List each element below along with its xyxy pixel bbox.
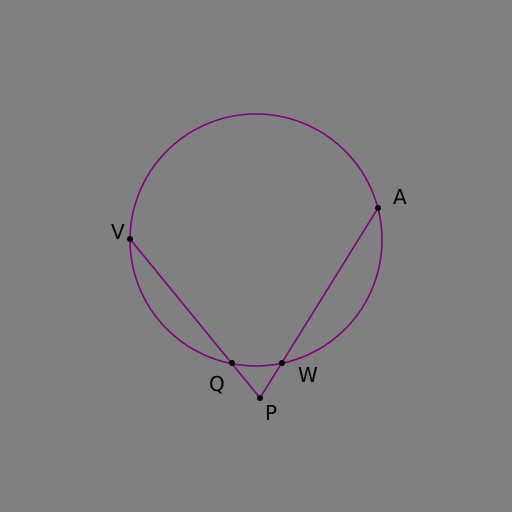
label-q: Q — [209, 372, 225, 396]
label-w: W — [298, 363, 318, 387]
label-v: V — [111, 220, 125, 244]
segment-pv — [129, 238, 261, 399]
point-q — [229, 360, 235, 366]
label-a: A — [393, 185, 407, 209]
point-w — [279, 360, 285, 366]
segment-pa — [259, 207, 379, 399]
circle — [129, 113, 383, 367]
point-v — [127, 236, 133, 242]
label-p: P — [265, 401, 277, 425]
point-a — [375, 205, 381, 211]
point-p — [257, 395, 263, 401]
